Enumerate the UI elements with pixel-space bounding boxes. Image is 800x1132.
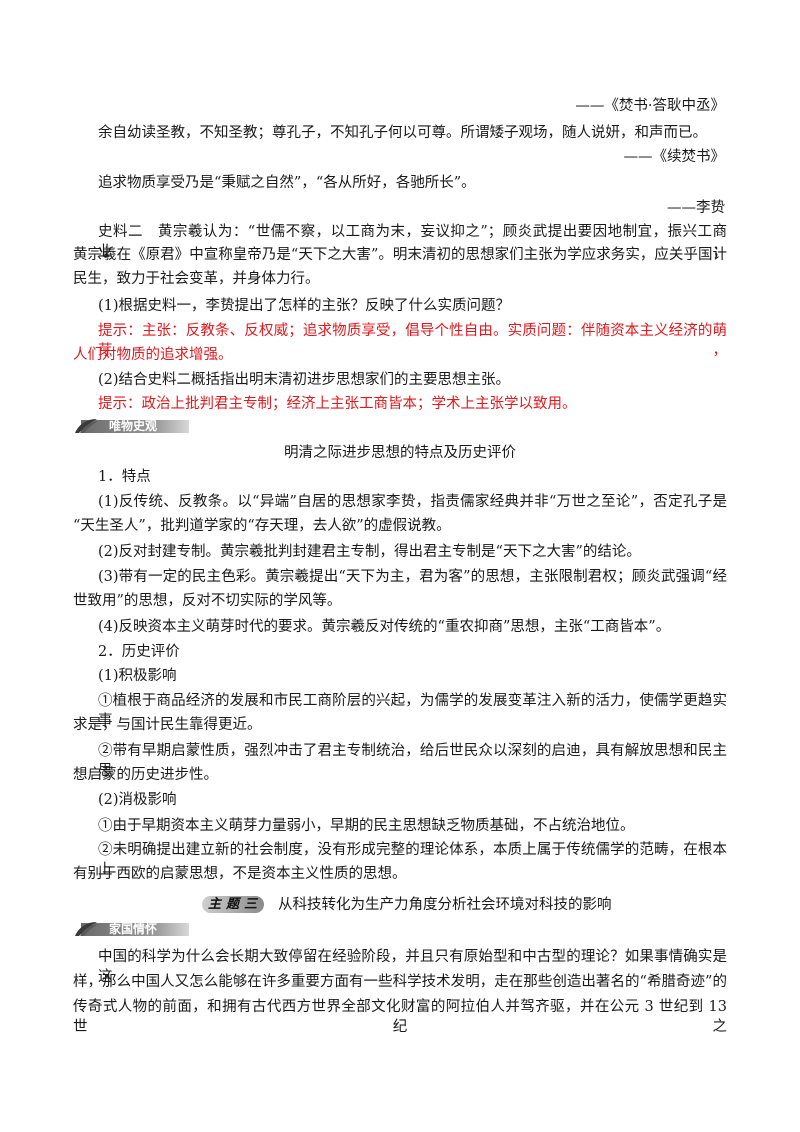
quote-li-zhi-1: 余自幼读圣教，不知圣教；尊孔子，不知孔子何以可尊。所谓矮子观场，随人说妍，和声而…	[98, 125, 707, 141]
heading-negative-impact: (2)消极影响	[98, 792, 177, 808]
negative-2-line-2: 有别于西欧的启蒙思想，不是资本主义性质的思想。	[73, 866, 407, 882]
hint-1-line-2: 人们对物质的追求增强。	[73, 347, 233, 363]
question-1: (1)根据史料一，李贽提出了怎样的主张？反映了什么实质问题？	[98, 298, 511, 314]
feature-2: (2)反对封建专制。黄宗羲批判封建君主专制，得出君主专制是“天下之大害”的结论。	[98, 544, 641, 560]
positive-1-line-1: ①植根于商品经济的发展和市民工商阶层的兴起，为儒学的发展变革注入新的活力，使儒学…	[98, 693, 727, 729]
feather-logo-icon	[75, 419, 98, 433]
source-citation-fenshu: ——《焚书·答耿中丞》	[575, 98, 725, 114]
feature-1-line-2: “天生圣人”，批判道学家的“存天理，去人欲”的虚假说教。	[73, 518, 451, 534]
hint-1-line-1: 提示：主张：反教条、反权威；追求物质享受，倡导个性自由。实质问题：伴随资本主义经…	[98, 323, 727, 359]
feature-1-line-1: (1)反传统、反教条。以“异端”自居的思想家李贽，指责儒家经典并非“万世之至论”…	[98, 494, 727, 510]
heading-evaluation: 2．历史评价	[98, 644, 180, 660]
quote-li-zhi-2: 追求物质享受乃是“秉赋之自然”，“各从所好，各驰所长”。	[98, 175, 476, 191]
patriotism-para-line-1: 中国的科学为什么会长期大致停留在经验阶段，并且只有原始型和中古型的理论？如果事情…	[98, 949, 727, 985]
patriotism-para-line-2: 样，那么中国人又怎么能够在许多重要方面有一些科学技术发明，走在那些创造出著名的“…	[73, 974, 727, 990]
source-citation-lizhi: ——李贽	[667, 200, 725, 216]
hint-2: 提示：政治上批判君主专制；经济上主张工商皆本；学术上主张学以致用。	[98, 396, 577, 412]
section-banner-label: 唯物史观	[109, 419, 158, 433]
topic-three-title: 从科技转化为生产力角度分析社会环境对科技的影响	[278, 897, 612, 913]
topic-three-badge: 主题三	[202, 895, 266, 915]
heading-features: 1．特点	[98, 469, 151, 485]
positive-1-line-2: 求是，与国计民生靠得更近。	[73, 717, 262, 733]
positive-2-line-2: 想启蒙的历史进步性。	[73, 767, 218, 783]
feature-3-line-2: 世致用”的思想，反对不切实际的学风等。	[73, 593, 342, 609]
source-citation-xufenshu: ——《续焚书》	[623, 149, 726, 165]
material-two-line-2: 黄宗羲在《原君》中宣称皇帝乃是“天下之大害”。明末清初的思想家们主张为学应求务实…	[73, 247, 727, 263]
positive-2-line-1: ②带有早期启蒙性质，强烈冲击了君主专制统治，给后世民众以深刻的启迪，具有解放思想…	[98, 743, 727, 779]
section-banner-materialism: 唯物史观	[73, 418, 193, 435]
topic-badge-label: 主题三	[208, 897, 263, 912]
section-banner-label: 家国情怀	[109, 922, 158, 936]
heading-positive-impact: (1)积极影响	[98, 668, 177, 684]
material-two-line-3: 民生，致力于社会变革，并身体力行。	[73, 271, 320, 287]
material-two-line-1: 史料二 黄宗羲认为：“世儒不察，以工商为末，妄议抑之”；顾炎武提出要因地制宜，振…	[98, 224, 727, 260]
question-2: (2)结合史料二概括指出明末清初进步思想家们的主要思想主张。	[98, 372, 511, 388]
feather-logo-icon	[75, 922, 98, 936]
patriotism-para-line-3: 传奇式人物的前面，和拥有古代西方世界全部文化财富的阿拉伯人并驾齐驱，并在公元 3…	[73, 999, 727, 1035]
feature-4: (4)反映资本主义萌芽时代的要求。黄宗羲反对传统的“重农抑商”思想，主张“工商皆…	[98, 619, 671, 635]
section-banner-patriotism: 家国情怀	[73, 921, 193, 938]
negative-2-line-1: ②未明确提出建立新的社会制度，没有形成完整的理论体系，本质上属于传统儒学的范畴，…	[98, 842, 727, 878]
negative-1: ①由于早期资本主义萌芽力量弱小，早期的民主思想缺乏物质基础，不占统治地位。	[98, 818, 635, 834]
section-title-thought: 明清之际进步思想的特点及历史评价	[284, 445, 516, 461]
feature-3-line-1: (3)带有一定的民主色彩。黄宗羲提出“天下为主，君为客”的思想，主张限制君权；顾…	[98, 569, 727, 585]
